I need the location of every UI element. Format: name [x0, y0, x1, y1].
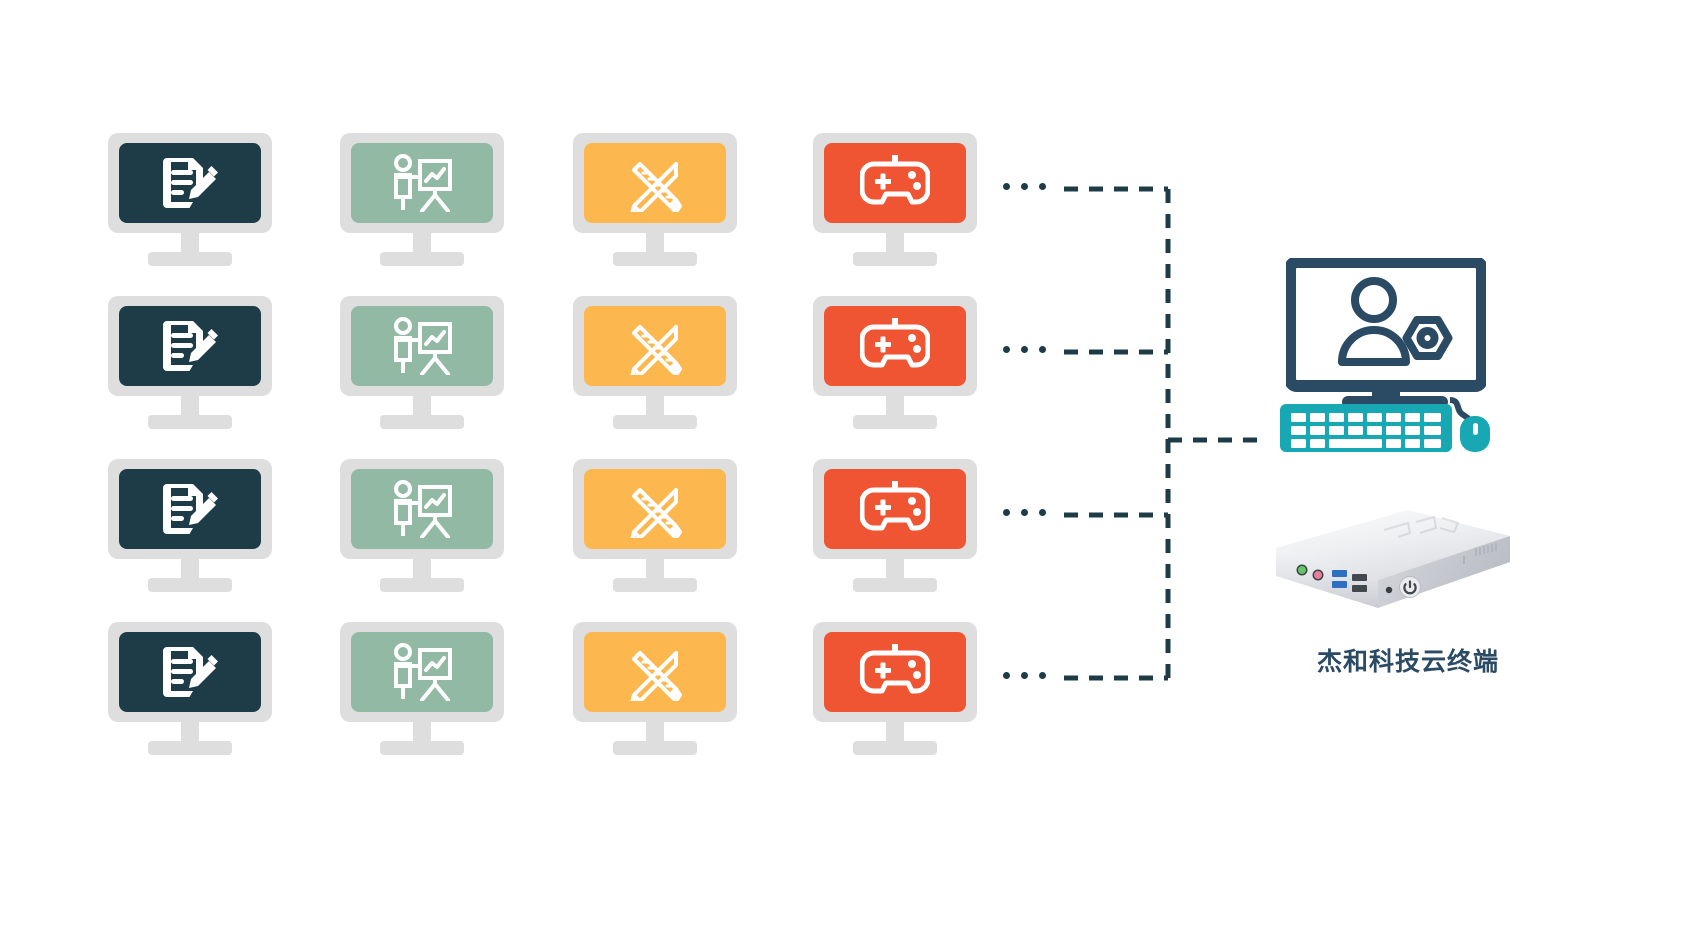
monitor-neck	[181, 559, 199, 580]
monitor-neck	[413, 722, 431, 743]
client-monitor-presentation[interactable]	[340, 459, 504, 592]
ellipsis-dot	[1021, 183, 1028, 190]
monitor-base	[613, 252, 697, 266]
pencil-ruler-icon	[584, 306, 726, 386]
monitor-neck	[646, 396, 664, 417]
port-cluster	[1296, 564, 1421, 598]
client-monitor-gaming[interactable]	[813, 296, 977, 429]
monitor-base	[148, 741, 232, 755]
power-button	[1403, 580, 1417, 595]
client-monitor-document[interactable]	[108, 459, 272, 592]
pencil-ruler-icon	[584, 469, 726, 549]
client-monitor-presentation[interactable]	[340, 622, 504, 755]
document-edit-icon	[119, 143, 261, 223]
ellipsis-dot	[1003, 672, 1010, 679]
monitor-neck	[886, 396, 904, 417]
ellipsis-dot	[1003, 509, 1010, 516]
ellipsis-row-4	[1003, 672, 1046, 679]
document-edit-icon	[119, 306, 261, 386]
ellipsis-dot	[1039, 672, 1046, 679]
monitor-base	[853, 252, 937, 266]
ellipsis-row-2	[1003, 346, 1046, 353]
client-monitor-gaming[interactable]	[813, 622, 977, 755]
game-controller-icon	[824, 469, 966, 549]
ellipsis-dot	[1003, 346, 1010, 353]
monitor-base	[380, 741, 464, 755]
ellipsis-dot	[1021, 346, 1028, 353]
ellipsis-row-3	[1003, 509, 1046, 516]
monitor-neck	[886, 233, 904, 254]
monitor-neck	[181, 233, 199, 254]
monitor-neck	[646, 233, 664, 254]
document-edit-icon	[119, 632, 261, 712]
cloud-terminal-caption: 杰和科技云终端	[1316, 647, 1499, 676]
monitor-neck	[886, 559, 904, 580]
presentation-board-icon	[351, 469, 493, 549]
monitor-neck	[413, 396, 431, 417]
monitor-base	[148, 415, 232, 429]
mini-pc-thin-client[interactable]	[1258, 490, 1518, 625]
monitor-base	[853, 741, 937, 755]
pencil-ruler-icon	[584, 143, 726, 223]
client-monitor-document[interactable]	[108, 133, 272, 266]
monitor-base	[613, 578, 697, 592]
client-monitor-design[interactable]	[573, 459, 737, 592]
client-monitor-design[interactable]	[573, 296, 737, 429]
usb3-blue-bottom	[1332, 581, 1347, 588]
vent-slits	[1475, 543, 1497, 556]
reset-pinhole	[1385, 586, 1393, 594]
monitor-base	[148, 252, 232, 266]
monitor-neck	[646, 559, 664, 580]
monitor-neck	[181, 396, 199, 417]
usb2-black-top	[1352, 574, 1367, 581]
ellipsis-dot	[1039, 509, 1046, 516]
monitor-base	[380, 415, 464, 429]
ellipsis-dot	[1021, 509, 1028, 516]
client-monitor-design[interactable]	[573, 622, 737, 755]
monitor-neck	[886, 722, 904, 743]
usb3-blue-top	[1332, 570, 1347, 577]
monitor-base	[853, 415, 937, 429]
ellipsis-dot	[1039, 346, 1046, 353]
monitor-base	[613, 741, 697, 755]
client-monitor-document[interactable]	[108, 622, 272, 755]
user-settings-monitor-icon[interactable]	[1284, 256, 1488, 413]
client-monitor-presentation[interactable]	[340, 296, 504, 429]
usb2-black-bottom	[1352, 585, 1367, 592]
mouse-icon	[1460, 416, 1490, 452]
game-controller-icon	[824, 632, 966, 712]
document-edit-icon	[119, 469, 261, 549]
client-monitor-gaming[interactable]	[813, 133, 977, 266]
monitor-base	[613, 415, 697, 429]
client-monitor-gaming[interactable]	[813, 459, 977, 592]
game-controller-icon	[824, 306, 966, 386]
monitor-neck	[646, 722, 664, 743]
keyboard-mouse-group[interactable]	[1280, 396, 1492, 457]
game-controller-icon	[824, 143, 966, 223]
monitor-neck	[413, 559, 431, 580]
ellipsis-row-1	[1003, 183, 1046, 190]
pencil-ruler-icon	[584, 632, 726, 712]
client-monitor-design[interactable]	[573, 133, 737, 266]
client-monitor-document[interactable]	[108, 296, 272, 429]
monitor-base	[380, 252, 464, 266]
ellipsis-dot	[1021, 672, 1028, 679]
monitor-neck	[181, 722, 199, 743]
presentation-board-icon	[351, 143, 493, 223]
monitor-base	[148, 578, 232, 592]
monitor-base	[853, 578, 937, 592]
presentation-board-icon	[351, 632, 493, 712]
presentation-board-icon	[351, 306, 493, 386]
client-monitor-presentation[interactable]	[340, 133, 504, 266]
monitor-neck	[413, 233, 431, 254]
ellipsis-dot	[1003, 183, 1010, 190]
ellipsis-dot	[1039, 183, 1046, 190]
monitor-base	[380, 578, 464, 592]
